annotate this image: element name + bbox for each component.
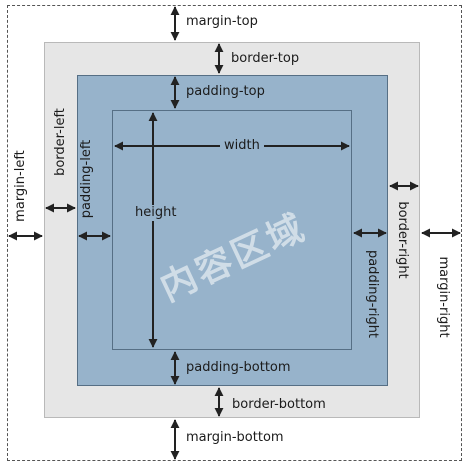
margin-left-label: margin-left xyxy=(13,150,28,222)
height-label: height xyxy=(131,205,181,221)
margin-area xyxy=(7,5,462,461)
border-bottom-label: border-bottom xyxy=(232,397,326,412)
padding-top-label: padding-top xyxy=(186,84,265,99)
margin-top-label: margin-top xyxy=(186,14,258,29)
padding-left-label: padding-left xyxy=(79,139,94,219)
margin-right-label: margin-right xyxy=(436,256,451,338)
border-right-label: border-right xyxy=(395,201,410,279)
border-left-label: border-left xyxy=(53,108,68,176)
padding-right-label: padding-right xyxy=(365,249,380,339)
padding-bottom-label: padding-bottom xyxy=(186,360,291,375)
border-top-label: border-top xyxy=(231,51,300,66)
width-label: width xyxy=(220,138,264,154)
margin-bottom-label: margin-bottom xyxy=(186,430,284,445)
